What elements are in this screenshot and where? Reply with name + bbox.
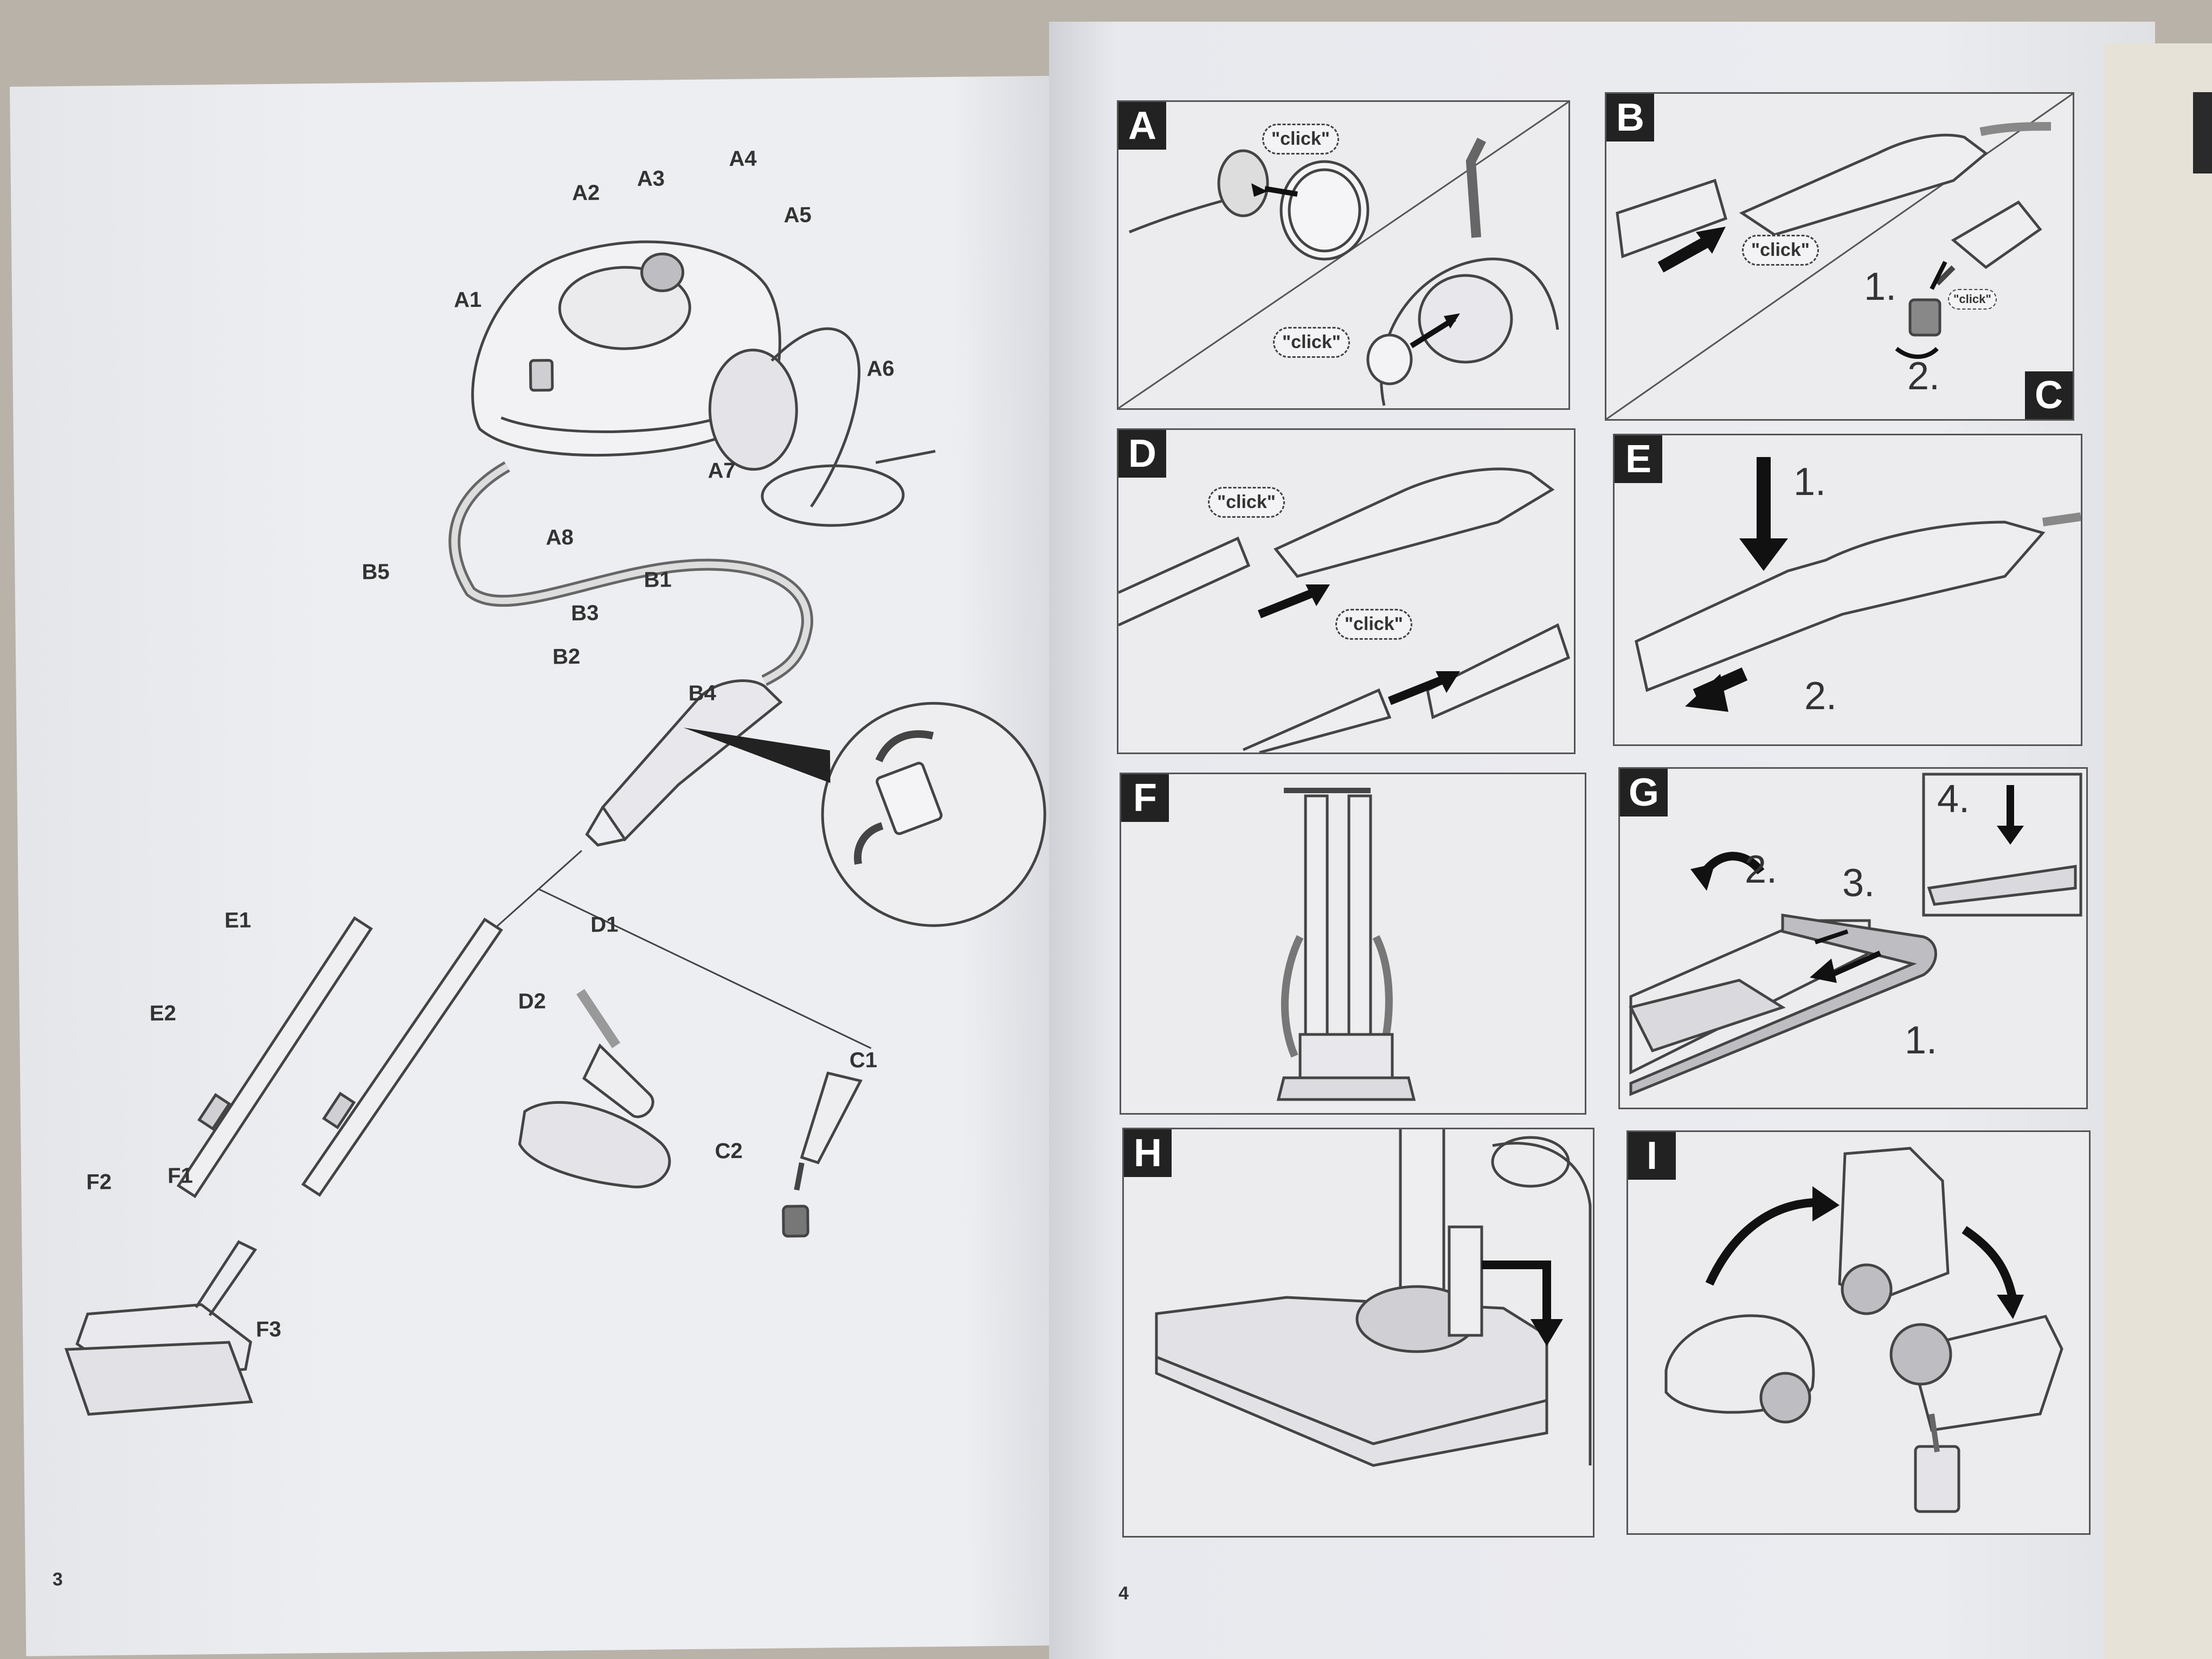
panel-g-label: G [1620,769,1668,816]
panel-b-label: B [1606,94,1654,142]
panel-g-step-2: 2. [1745,848,1778,891]
panel-i-illustration [1664,1147,2063,1513]
panel-g-step-1: 1. [1905,1019,1938,1062]
callout-f1: F1 [167,1163,193,1188]
callout-a2: A2 [571,181,600,205]
panel-d-illustration [1118,467,1571,753]
panel-a-click-1: "click" [1262,124,1339,155]
panel-g: G 1. 2. 3. 4. [1618,767,2088,1109]
panel-b-click: "click" [1742,235,1819,266]
panel-bc-illustration [1606,94,2073,419]
panel-d-click-2: "click" [1335,609,1412,640]
callout-a8: A8 [545,525,574,550]
panel-g-illustration [1629,773,2082,1096]
callout-b3: B3 [570,601,599,626]
callout-f3: F3 [255,1317,281,1342]
panel-d: D "click" "click" [1117,428,1576,754]
panel-e-step-1: 1. [1793,460,1827,504]
steam-cleaner-exploded-diagram [64,240,1046,1416]
callout-a6: A6 [866,356,895,381]
panel-h-label: H [1124,1129,1172,1177]
callout-a3: A3 [636,166,665,191]
panel-c-click: "click" [1948,289,1997,310]
callout-d1: D1 [590,912,619,937]
callout-d2: D2 [518,989,546,1014]
panel-e-step-2: 2. [1804,674,1837,718]
panel-h: H [1122,1128,1594,1538]
panel-e-label: E [1615,435,1662,483]
panel-a: A "click" "click" [1117,100,1570,410]
callout-b4: B4 [688,681,717,705]
panel-c-label: C [2025,371,2073,419]
panel-f-label: F [1121,774,1169,822]
manual-page-left: A2 A3 A4 A5 A1 A6 A7 A8 B5 B1 B3 B2 B4 E… [10,75,1073,1656]
panel-g-step-3: 3. [1842,861,1875,905]
callout-b1: B1 [644,568,672,592]
panel-h-illustration [1155,1129,1592,1467]
panel-g-step-4: 4. [1937,777,1970,821]
panel-e-illustration [1635,457,2081,712]
callout-b2: B2 [552,645,581,669]
panel-d-click-1: "click" [1208,487,1285,518]
callout-c2: C2 [715,1139,743,1163]
panel-a-click-2: "click" [1273,327,1350,358]
page-number-left: 3 [52,1569,63,1590]
panel-c-step-1: 1. [1864,265,1897,308]
page-number-right: 4 [1118,1583,1129,1604]
callout-a1: A1 [453,287,482,312]
callout-e1: E1 [224,908,252,933]
next-page-tab [2193,92,2212,173]
manual-page-right: A "click" "click" B C "click" "click" 1.… [1049,22,2155,1659]
panel-a-illustration [1118,102,1568,408]
callout-f2: F2 [86,1170,112,1194]
callout-b5: B5 [362,560,390,584]
panel-e: E 1. 2. [1613,434,2082,746]
callout-a4: A4 [729,146,757,171]
panel-a-label: A [1118,102,1166,150]
panel-d-label: D [1118,430,1166,478]
panel-i-label: I [1628,1132,1676,1180]
panel-f-illustration [1276,788,1416,1101]
callout-a7: A7 [708,459,736,483]
panel-f: F [1120,773,1586,1115]
panel-i: I [1626,1130,2091,1535]
panel-bc: B C "click" "click" 1. 2. [1605,92,2074,421]
callout-a5: A5 [783,203,812,228]
panel-c-step-2: 2. [1907,355,1940,398]
callout-c1: C1 [849,1048,878,1072]
next-page-edge [2104,43,2212,1659]
callout-e2: E2 [149,1001,177,1026]
